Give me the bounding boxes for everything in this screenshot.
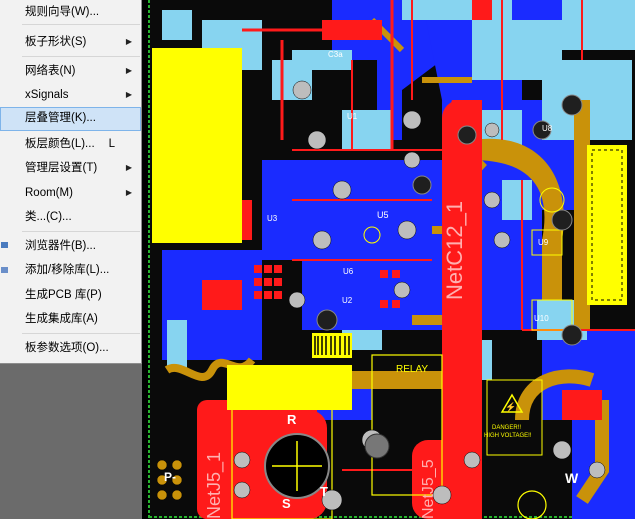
terminal-label-s: S — [282, 496, 291, 511]
menu-item-label: 添加/移除库(L)... — [25, 264, 110, 276]
designator-u6: U6 — [343, 267, 354, 276]
menu-item-board-shape[interactable]: 板子形状(S) ▶ — [0, 31, 141, 53]
menu-separator — [22, 24, 140, 25]
board-design-menu: 规则向导(W)... 板子形状(S) ▶ 网络表(N) ▶ xSignals ▶ 层叠… — [0, 0, 142, 364]
menu-item-browse-components[interactable]: 浏览器件(B)... — [0, 235, 141, 257]
relay-label: RELAY — [396, 364, 429, 375]
menu-item-board-layer-colors[interactable]: 板层颜色(L)... L — [0, 133, 141, 155]
menu-item-classes[interactable]: 类...(C)... — [0, 206, 141, 228]
menu-item-label: 层叠管理(K)... — [25, 112, 96, 124]
designator-u10: U10 — [534, 314, 549, 323]
menu-item-label: 生成PCB 库(P) — [25, 289, 102, 301]
designator-u1: U1 — [347, 112, 358, 121]
net-label-netc12-1: NetC12_1 — [442, 200, 467, 300]
menu-item-label: 类...(C)... — [25, 211, 72, 223]
net-label-netj5-5: NetJ5_5 — [420, 459, 437, 519]
menu-separator — [22, 333, 140, 334]
library-icon — [1, 267, 8, 273]
menu-item-netlist[interactable]: 网络表(N) ▶ — [0, 60, 141, 82]
menu-item-label: 板子形状(S) — [25, 36, 87, 48]
submenu-arrow-icon: ▶ — [125, 90, 132, 99]
warning-high-voltage-text: HIGH VOLTAGE!! — [484, 433, 532, 439]
menu-item-make-integrated-library[interactable]: 生成集成库(A) — [0, 308, 141, 330]
menu-item-layer-set-manager[interactable]: 管理层设置(T) ▶ — [0, 157, 141, 179]
browse-components-icon — [1, 242, 8, 248]
menu-item-make-pcb-library[interactable]: 生成PCB 库(P) — [0, 284, 141, 306]
menu-separator — [22, 231, 140, 232]
designator-u5: U5 — [377, 210, 389, 220]
designator-u2: U2 — [342, 296, 353, 305]
menu-item-add-remove-library[interactable]: 添加/移除库(L)... — [0, 259, 141, 281]
menu-item-label: 板参数选项(O)... — [25, 342, 109, 354]
menu-item-label: 规则向导(W)... — [25, 6, 100, 18]
designator-u8: U8 — [542, 124, 553, 133]
menu-item-room[interactable]: Room(M) ▶ — [0, 182, 141, 204]
menu-item-accelerator: L — [108, 138, 115, 150]
terminal-label-p-minus: P- — [164, 470, 176, 484]
terminal-label-w: W — [565, 470, 579, 486]
submenu-arrow-icon: ▶ — [125, 163, 132, 172]
menu-item-label: 板层颜色(L)... — [25, 138, 95, 150]
warning-danger-text: DANGER!! — [492, 425, 522, 431]
menu-item-label: 管理层设置(T) — [25, 162, 98, 174]
terminal-label-r: R — [287, 412, 297, 427]
menu-item-label: xSignals — [25, 89, 69, 101]
menu-item-label: 生成集成库(A) — [25, 313, 98, 325]
submenu-arrow-icon: ▶ — [125, 188, 132, 197]
menu-item-board-options[interactable]: 板参数选项(O)... — [0, 337, 141, 359]
svg-text:⚡: ⚡ — [505, 401, 516, 413]
submenu-arrow-icon: ▶ — [125, 66, 132, 75]
menu-item-label: 网络表(N) — [25, 65, 76, 77]
submenu-arrow-icon: ▶ — [125, 37, 132, 46]
designator-u3: U3 — [267, 214, 278, 223]
menu-separator — [22, 56, 140, 57]
designator-c3a: C3a — [328, 50, 343, 59]
menu-item-layer-stack-manager[interactable]: 层叠管理(K)... — [0, 107, 141, 131]
menu-item-label: Room(M) — [25, 187, 73, 199]
pcb-layout[interactable]: ⚡ — [142, 0, 635, 519]
menu-item-rule-wizard[interactable]: 规则向导(W)... — [0, 1, 141, 23]
net-label-netj5-1: NetJ5_1 — [204, 451, 224, 519]
menu-item-xsignals[interactable]: xSignals ▶ — [0, 84, 141, 106]
menu-item-label: 浏览器件(B)... — [25, 240, 96, 252]
terminal-label-t: T — [320, 484, 328, 499]
pcb-canvas[interactable]: ⚡ NetC12_1 NetJ5_1 NetJ5_5 RELAY DANGER!… — [142, 0, 635, 519]
designator-u9: U9 — [538, 238, 549, 247]
